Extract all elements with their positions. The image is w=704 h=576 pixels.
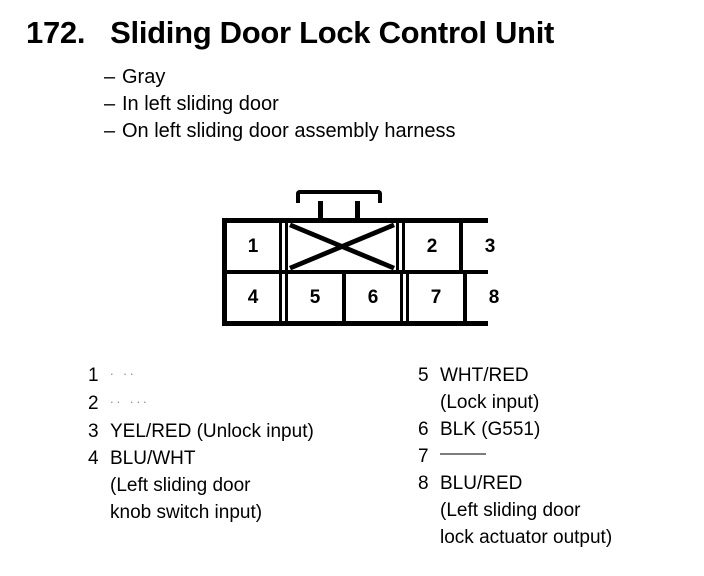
pin-cell-1: 1 [227, 223, 279, 270]
connector-latch-tab-icon [296, 190, 382, 222]
page-title: 172. Sliding Door Lock Control Unit [26, 16, 686, 50]
connector-diagram: 1 2 3 4 5 6 [222, 190, 521, 326]
dash-bullet-icon: – [104, 93, 116, 115]
pin-cell-blocked [288, 223, 396, 270]
pin-number: 4 [88, 448, 99, 469]
pin-cell-3: 3 [463, 223, 517, 270]
pin-number: 7 [418, 446, 429, 467]
connector-body: 1 2 3 4 5 6 [222, 218, 521, 326]
pin-cell-7: 7 [409, 274, 463, 321]
pin-number: 3 [88, 421, 99, 442]
pin-description: BLK (G551) [440, 416, 698, 443]
latch-neck [318, 201, 360, 222]
connector-top-row: 1 2 3 [227, 223, 517, 274]
title-number: 172. [26, 15, 86, 50]
pin-description: BLU/WHT (Left sliding door knob switch i… [110, 445, 398, 526]
pin-number: 8 [418, 473, 429, 494]
page-header: 172. Sliding Door Lock Control Unit [26, 16, 686, 50]
pin-function-line-1: (Left sliding door [110, 475, 251, 496]
pin-list-item: 8 BLU/RED (Left sliding door lock actuat… [418, 470, 698, 551]
cell-divider-thick [279, 223, 288, 270]
blocked-cell-x-icon [288, 223, 396, 270]
pin-cell-2: 2 [405, 223, 459, 270]
dash-bullet-icon: – [104, 120, 116, 142]
pin-number: 1 [88, 365, 99, 386]
pin-list-left: 1 . .. 2 .. ... 3 YEL/RED (Unlock input)… [88, 362, 398, 526]
pin-cell-4: 4 [227, 274, 279, 321]
cell-divider-thick [396, 223, 405, 270]
pin-list-item: 7 [418, 443, 698, 470]
pin-unused-marker-icon: . .. [110, 363, 137, 378]
pin-number: 6 [418, 419, 429, 440]
pin-number: 5 [418, 365, 429, 386]
pin-description: YEL/RED (Unlock input) [110, 418, 398, 445]
pin-wire-label: WHT/RED [440, 365, 529, 386]
pin-assignment-lists: 1 . .. 2 .. ... 3 YEL/RED (Unlock input)… [0, 362, 704, 576]
dash-bullet-icon: – [104, 66, 116, 88]
pin-description: . .. [110, 362, 398, 390]
connector-pin-grid: 1 2 3 4 5 6 [227, 223, 521, 321]
pin-list-item: 1 . .. [88, 362, 398, 390]
pin-list-right: 5 WHT/RED (Lock input) 6 BLK (G551) 7 8 … [418, 362, 698, 551]
cell-divider-thin [463, 274, 467, 321]
pin-function-line-2: knob switch input) [110, 502, 263, 523]
pin-list-item: 2 .. ... [88, 390, 398, 418]
cell-divider-thick [400, 274, 409, 321]
subheading-text: Gray [122, 66, 166, 88]
pin-cell-8: 8 [467, 274, 521, 321]
pin-function-line-1: (Lock input) [440, 392, 540, 413]
subheading-item: – In left sliding door [104, 91, 664, 118]
pin-list-item: 5 WHT/RED (Lock input) [418, 362, 698, 416]
pin-wire-label: BLK (G551) [440, 419, 541, 440]
cell-divider-thin [342, 274, 346, 321]
pin-wire-label: BLU/WHT [110, 448, 196, 469]
connector-bottom-row: 4 5 6 7 8 [227, 274, 521, 321]
subheading-text: On left sliding door assembly harness [122, 120, 456, 142]
pin-function-line-2: lock actuator output) [440, 527, 613, 548]
latch-top-bar [296, 190, 382, 203]
pin-list-item: 4 BLU/WHT (Left sliding door knob switch… [88, 445, 398, 526]
subheading-item: – On left sliding door assembly harness [104, 118, 664, 145]
pin-list-item: 6 BLK (G551) [418, 416, 698, 443]
cell-divider-thin [459, 223, 463, 270]
pin-wire-label: YEL/RED (Unlock input) [110, 421, 314, 442]
subheading-text: In left sliding door [122, 93, 279, 115]
pin-cell-6: 6 [346, 274, 400, 321]
pin-unused-marker-icon: .. ... [110, 391, 150, 406]
pin-wire-label: BLU/RED [440, 473, 523, 494]
pin-number: 2 [88, 393, 99, 414]
pin-cell-5: 5 [288, 274, 342, 321]
pin-function-line-1: (Left sliding door [440, 500, 581, 521]
pin-description: .. ... [110, 390, 398, 418]
pin-unused-marker-icon [440, 453, 486, 455]
cell-divider-thick [279, 274, 288, 321]
subheading-list: – Gray – In left sliding door – On left … [104, 64, 664, 145]
pin-list-item: 3 YEL/RED (Unlock input) [88, 418, 398, 445]
pin-description: WHT/RED (Lock input) [440, 362, 698, 416]
title-text: Sliding Door Lock Control Unit [110, 15, 555, 50]
pin-description [440, 443, 698, 470]
subheading-item: – Gray [104, 64, 664, 91]
pin-description: BLU/RED (Left sliding door lock actuator… [440, 470, 698, 551]
